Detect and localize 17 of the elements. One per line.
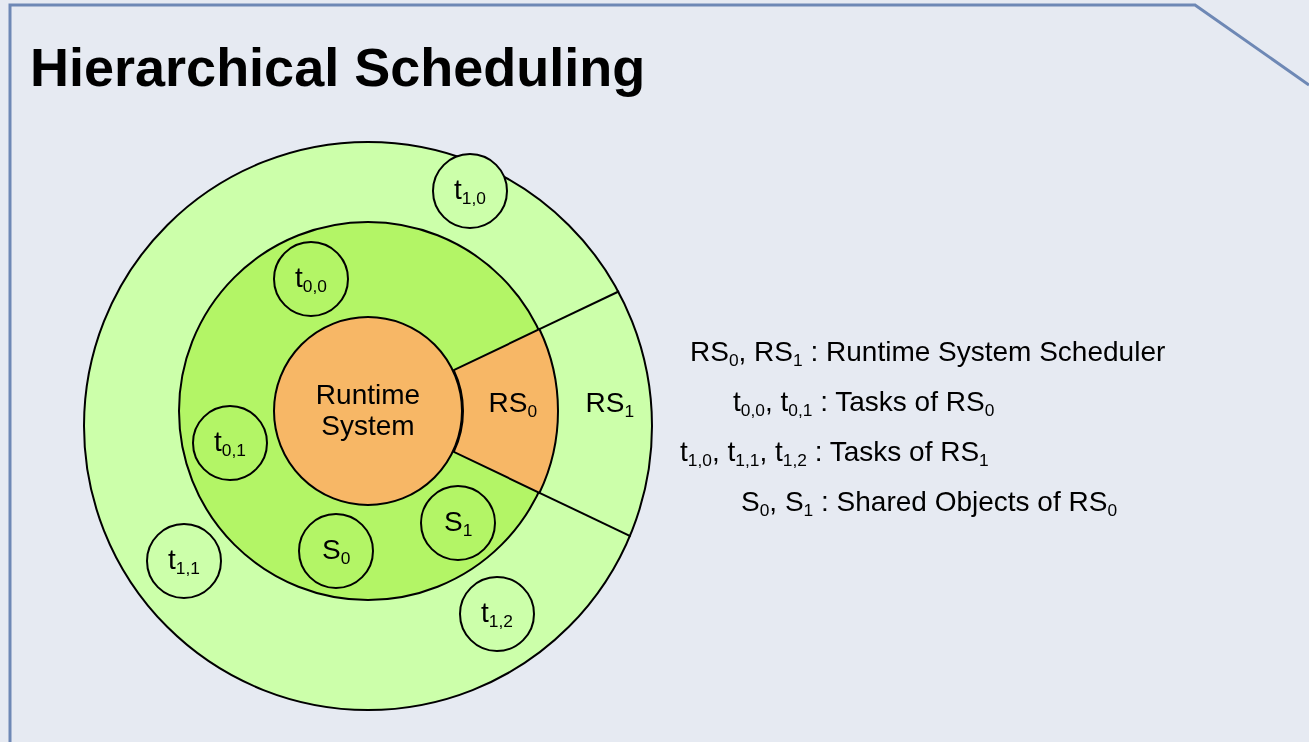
circle-label: S$_{0}$ <box>322 534 351 568</box>
legend-text: RS$_{0}$, RS$_{1}$ : Runtime System Scheduler <box>690 336 1166 372</box>
circle-label: Runtime System <box>314 380 422 442</box>
circle-label: t$_{1,0}$ <box>454 174 486 208</box>
circle-label: RS$_{0}$ <box>488 387 538 421</box>
circle-label: t$_{1,1}$ <box>168 544 200 578</box>
legend-text: t$_{0,0}$, t$_{0,1}$ : Tasks of RS$_{0}$ <box>733 386 995 422</box>
legend-text: t$_{1,0}$, t$_{1,1}$, t$_{1,2}$ : Tasks of RS$_{1}$ <box>680 436 989 472</box>
shared-object-circle <box>420 485 496 561</box>
task-circle <box>273 241 349 317</box>
title: Hierarchical Scheduling <box>30 36 646 98</box>
legend-text: S$_{0}$, S$_{1}$ : Shared Objects of RS$_{0}$ <box>741 486 1118 522</box>
circle-label: t$_{0,0}$ <box>295 262 327 296</box>
circle-label: S$_{1}$ <box>444 506 473 540</box>
circle-label: RS$_{1}$ <box>585 387 635 421</box>
circle-label: t$_{0,1}$ <box>214 426 246 460</box>
circle-label: t$_{1,2}$ <box>481 597 513 631</box>
